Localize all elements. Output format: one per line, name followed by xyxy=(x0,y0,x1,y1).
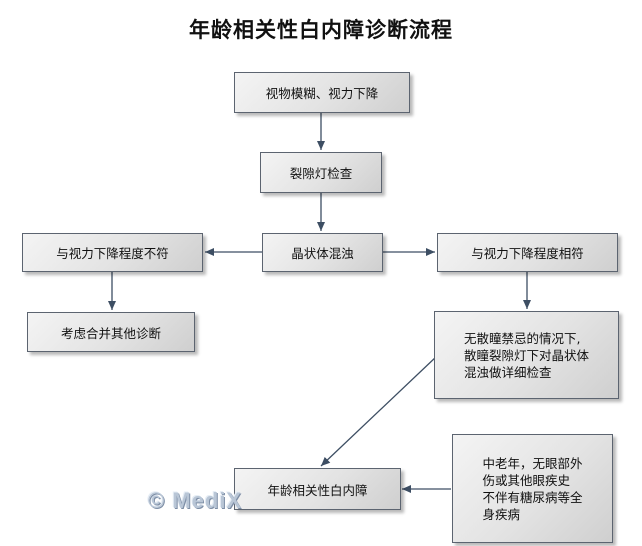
node-dilated-exam-line: 散瞳裂隙灯下对晶状体 xyxy=(463,347,589,363)
node-blurred-vision: 视物模糊、视力下降 xyxy=(234,72,410,113)
arrow-detail-to-diagnosis xyxy=(320,355,438,467)
node-match-label: 与视力下降程度相符 xyxy=(471,246,584,261)
node-patient-history-line: 伤或其他眼疾史 xyxy=(482,472,570,488)
node-match: 与视力下降程度相符 xyxy=(437,233,618,272)
node-patient-history-line: 身疾病 xyxy=(482,506,520,522)
node-patient-history-line: 中老年，无眼部外 xyxy=(482,455,583,471)
page-title: 年龄相关性白内障诊断流程 xyxy=(189,18,453,42)
node-lens-opacity-label: 晶状体混浊 xyxy=(291,246,354,261)
node-consider-other: 考虑合并其他诊断 xyxy=(27,312,195,352)
node-dilated-exam: 无散瞳禁忌的情况下, 散瞳裂隙灯下对晶状体 混浊做详细检查 xyxy=(434,311,619,399)
node-patient-history: 中老年，无眼部外 伤或其他眼疾史 不伴有糖尿病等全 身疾病 xyxy=(452,434,613,543)
node-lens-opacity: 晶状体混浊 xyxy=(262,233,383,272)
node-dilated-exam-line: 混浊做详细检查 xyxy=(463,364,552,380)
node-blurred-vision-label: 视物模糊、视力下降 xyxy=(265,86,379,101)
node-mismatch-label: 与视力下降程度不符 xyxy=(56,246,169,261)
node-consider-other-label: 考虑合并其他诊断 xyxy=(60,325,161,341)
node-patient-history-line: 不伴有糖尿病等全 xyxy=(482,489,583,505)
node-mismatch: 与视力下降程度不符 xyxy=(22,233,203,272)
node-diagnosis: 年龄相关性白内障 xyxy=(234,468,401,510)
node-slit-lamp-exam-label: 裂隙灯检查 xyxy=(289,166,353,181)
node-slit-lamp-exam: 裂隙灯检查 xyxy=(260,152,382,193)
medix-watermark: © MediX xyxy=(148,488,243,513)
node-dilated-exam-line: 无散瞳禁忌的情况下, xyxy=(463,330,581,346)
node-diagnosis-label: 年龄相关性白内障 xyxy=(267,482,368,498)
